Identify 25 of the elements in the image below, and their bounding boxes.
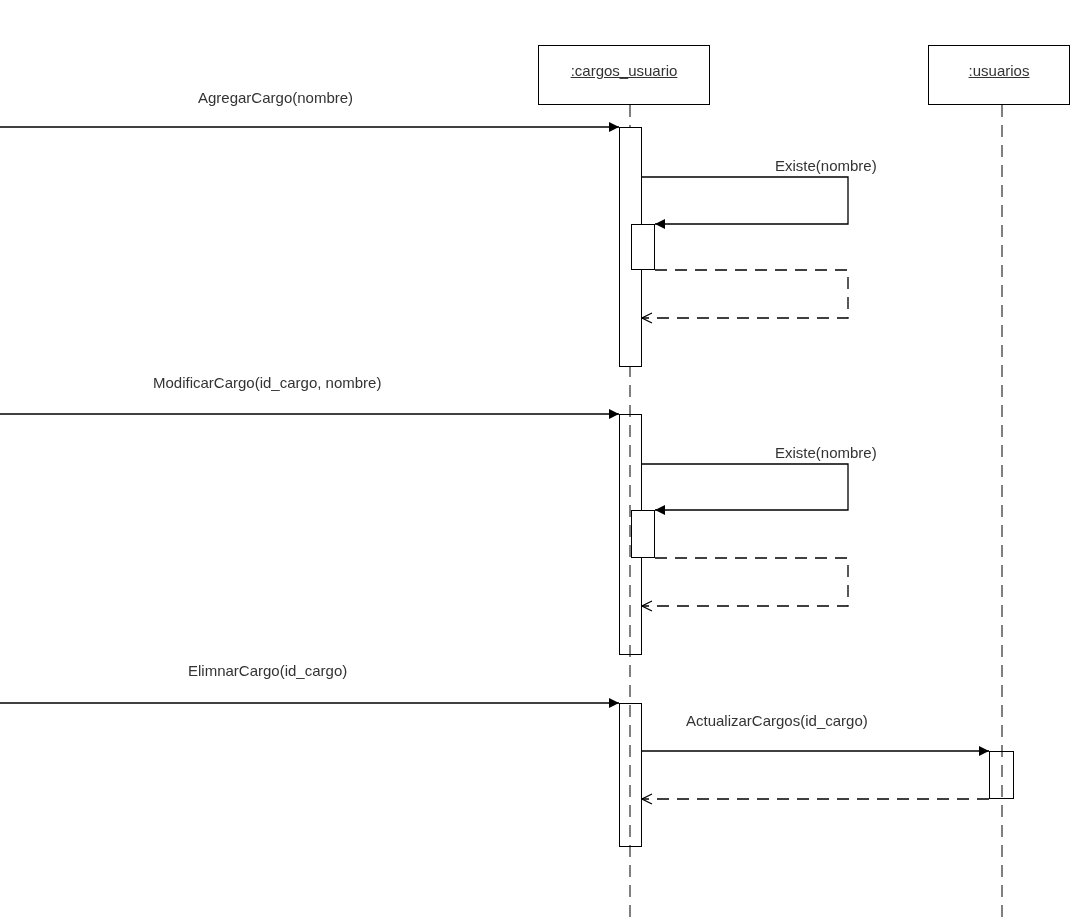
return-message-arrow (641, 557, 849, 612)
activation-bar (631, 224, 655, 270)
message-arrow (0, 698, 620, 708)
object-box (928, 45, 1070, 105)
message-arrow (0, 122, 620, 132)
edge-label: Existe(nombre) (775, 444, 877, 462)
edge-label: ElimnarCargo(id_cargo) (188, 662, 348, 680)
message-arrow (641, 746, 990, 756)
message-arrow (641, 463, 849, 515)
object-box (538, 45, 710, 105)
message-arrow (0, 409, 620, 419)
activation-bar (619, 127, 642, 367)
return-message-arrow (641, 269, 849, 324)
activation-bar (619, 703, 642, 847)
edge-label: ActualizarCargos(id_cargo) (686, 712, 868, 730)
object-name: :cargos_usuario (570, 62, 678, 79)
object-name: :usuarios (968, 62, 1030, 79)
edge-label: ModificarCargo(id_cargo, nombre) (153, 374, 382, 392)
return-message-arrow (641, 793, 990, 805)
activation-bar (619, 414, 642, 655)
activation-bar (631, 510, 655, 558)
edge-label: Existe(nombre) (775, 157, 877, 175)
edge-label: AgregarCargo(nombre) (198, 89, 354, 107)
message-arrow (641, 176, 849, 229)
activation-bar (989, 751, 1014, 799)
